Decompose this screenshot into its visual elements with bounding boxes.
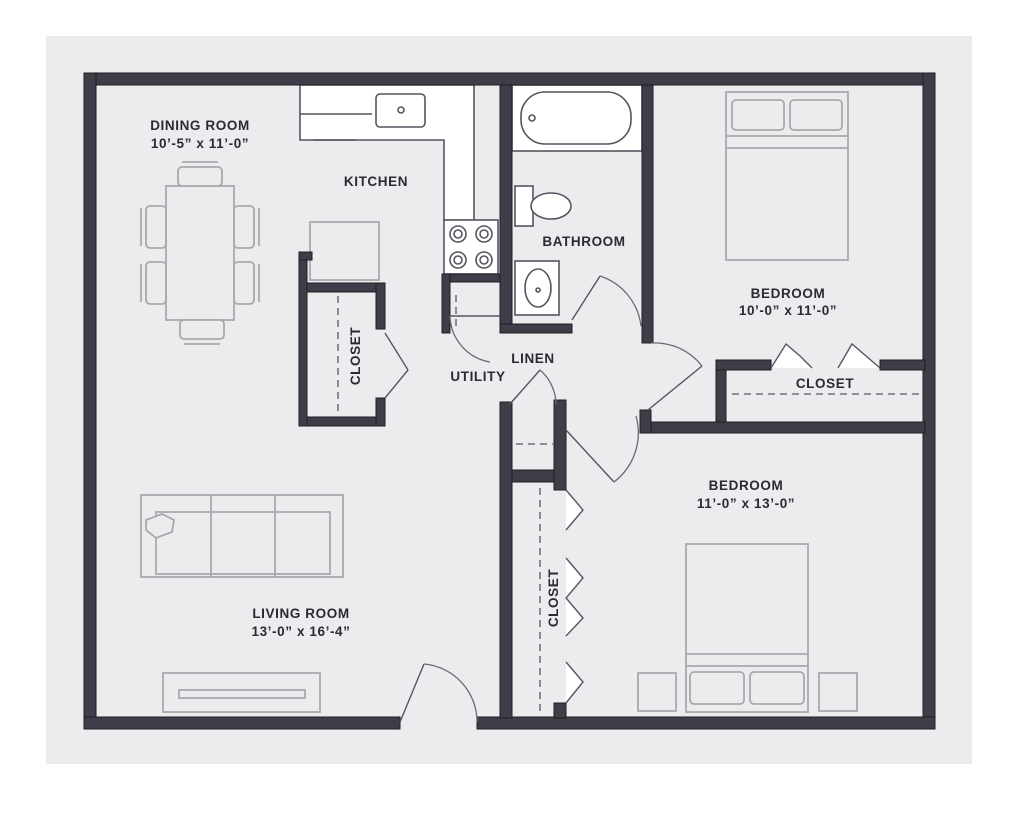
kitchen-island (309, 221, 380, 281)
room-labels: DINING ROOM 10’-5” x 11’-0” KITCHEN BATH… (150, 118, 854, 639)
bathroom-label: BATHROOM (542, 234, 625, 249)
living-room-label: LIVING ROOM (252, 606, 349, 621)
stove-icon (443, 219, 499, 275)
dining-table-set (140, 161, 260, 345)
bathtub-icon (511, 84, 643, 152)
kitchen-label: KITCHEN (344, 174, 408, 189)
bathroom-vanity-icon (514, 260, 560, 316)
bed-bedroom-1 (725, 91, 849, 261)
bedroom-1-dimensions: 10’-0” x 11’-0” (739, 303, 837, 318)
dining-room-dimensions: 10’-5” x 11’-0” (151, 136, 249, 151)
utility-label: UTILITY (450, 369, 505, 384)
bedroom-2-label: BEDROOM (709, 478, 784, 493)
closet-rods (337, 295, 920, 712)
closet-bedroom-2-label: CLOSET (546, 569, 561, 628)
bedroom-2-dimensions: 11’-0” x 13’-0” (697, 496, 795, 511)
walls (83, 72, 936, 730)
sofa (140, 494, 344, 578)
tv-console (162, 672, 321, 713)
bed-bedroom-2 (637, 543, 858, 713)
toilet-icon (514, 185, 572, 227)
bedroom-1-label: BEDROOM (751, 286, 826, 301)
sink-icon (375, 93, 426, 128)
closet-bedroom-1-label: CLOSET (796, 376, 855, 391)
doors (384, 275, 881, 723)
closet-left-label: CLOSET (348, 327, 363, 386)
living-room-dimensions: 13’-0” x 16’-4” (251, 624, 350, 639)
linen-label: LINEN (511, 351, 555, 366)
dining-room-label: DINING ROOM (150, 118, 250, 133)
